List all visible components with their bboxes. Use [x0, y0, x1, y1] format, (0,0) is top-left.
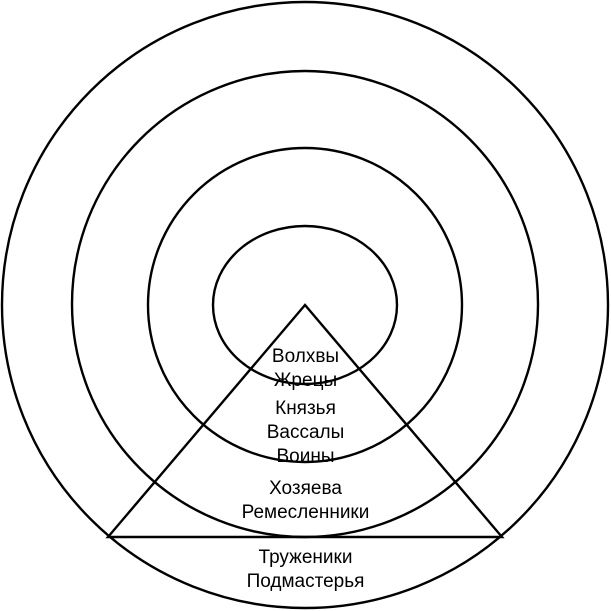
- second-ring: [146, 146, 464, 464]
- inner-ring: [211, 224, 399, 386]
- level-warriors-line-2: Вассалы: [266, 422, 345, 443]
- level-warriors-label: Князья Вассалы Воины: [0, 397, 611, 469]
- level-masters-line-2: Ремесленники: [241, 502, 370, 523]
- level-priests-label: Волхвы Жрецы: [0, 345, 611, 393]
- level-workers-line-1: Труженики: [258, 547, 353, 568]
- hierarchy-triangle: [105, 303, 505, 539]
- level-workers-line-2: Подмастерья: [246, 571, 365, 592]
- level-warriors-line-3: Воины: [276, 446, 335, 467]
- level-masters-line-1: Хозяева: [269, 478, 342, 499]
- level-priests-line-2: Жрецы: [273, 370, 338, 391]
- level-warriors-line-1: Князья: [275, 398, 336, 419]
- level-priests-line-1: Волхвы: [271, 346, 340, 367]
- level-workers-label: Труженики Подмастерья: [0, 546, 611, 594]
- level-masters-label: Хозяева Ремесленники: [0, 477, 611, 525]
